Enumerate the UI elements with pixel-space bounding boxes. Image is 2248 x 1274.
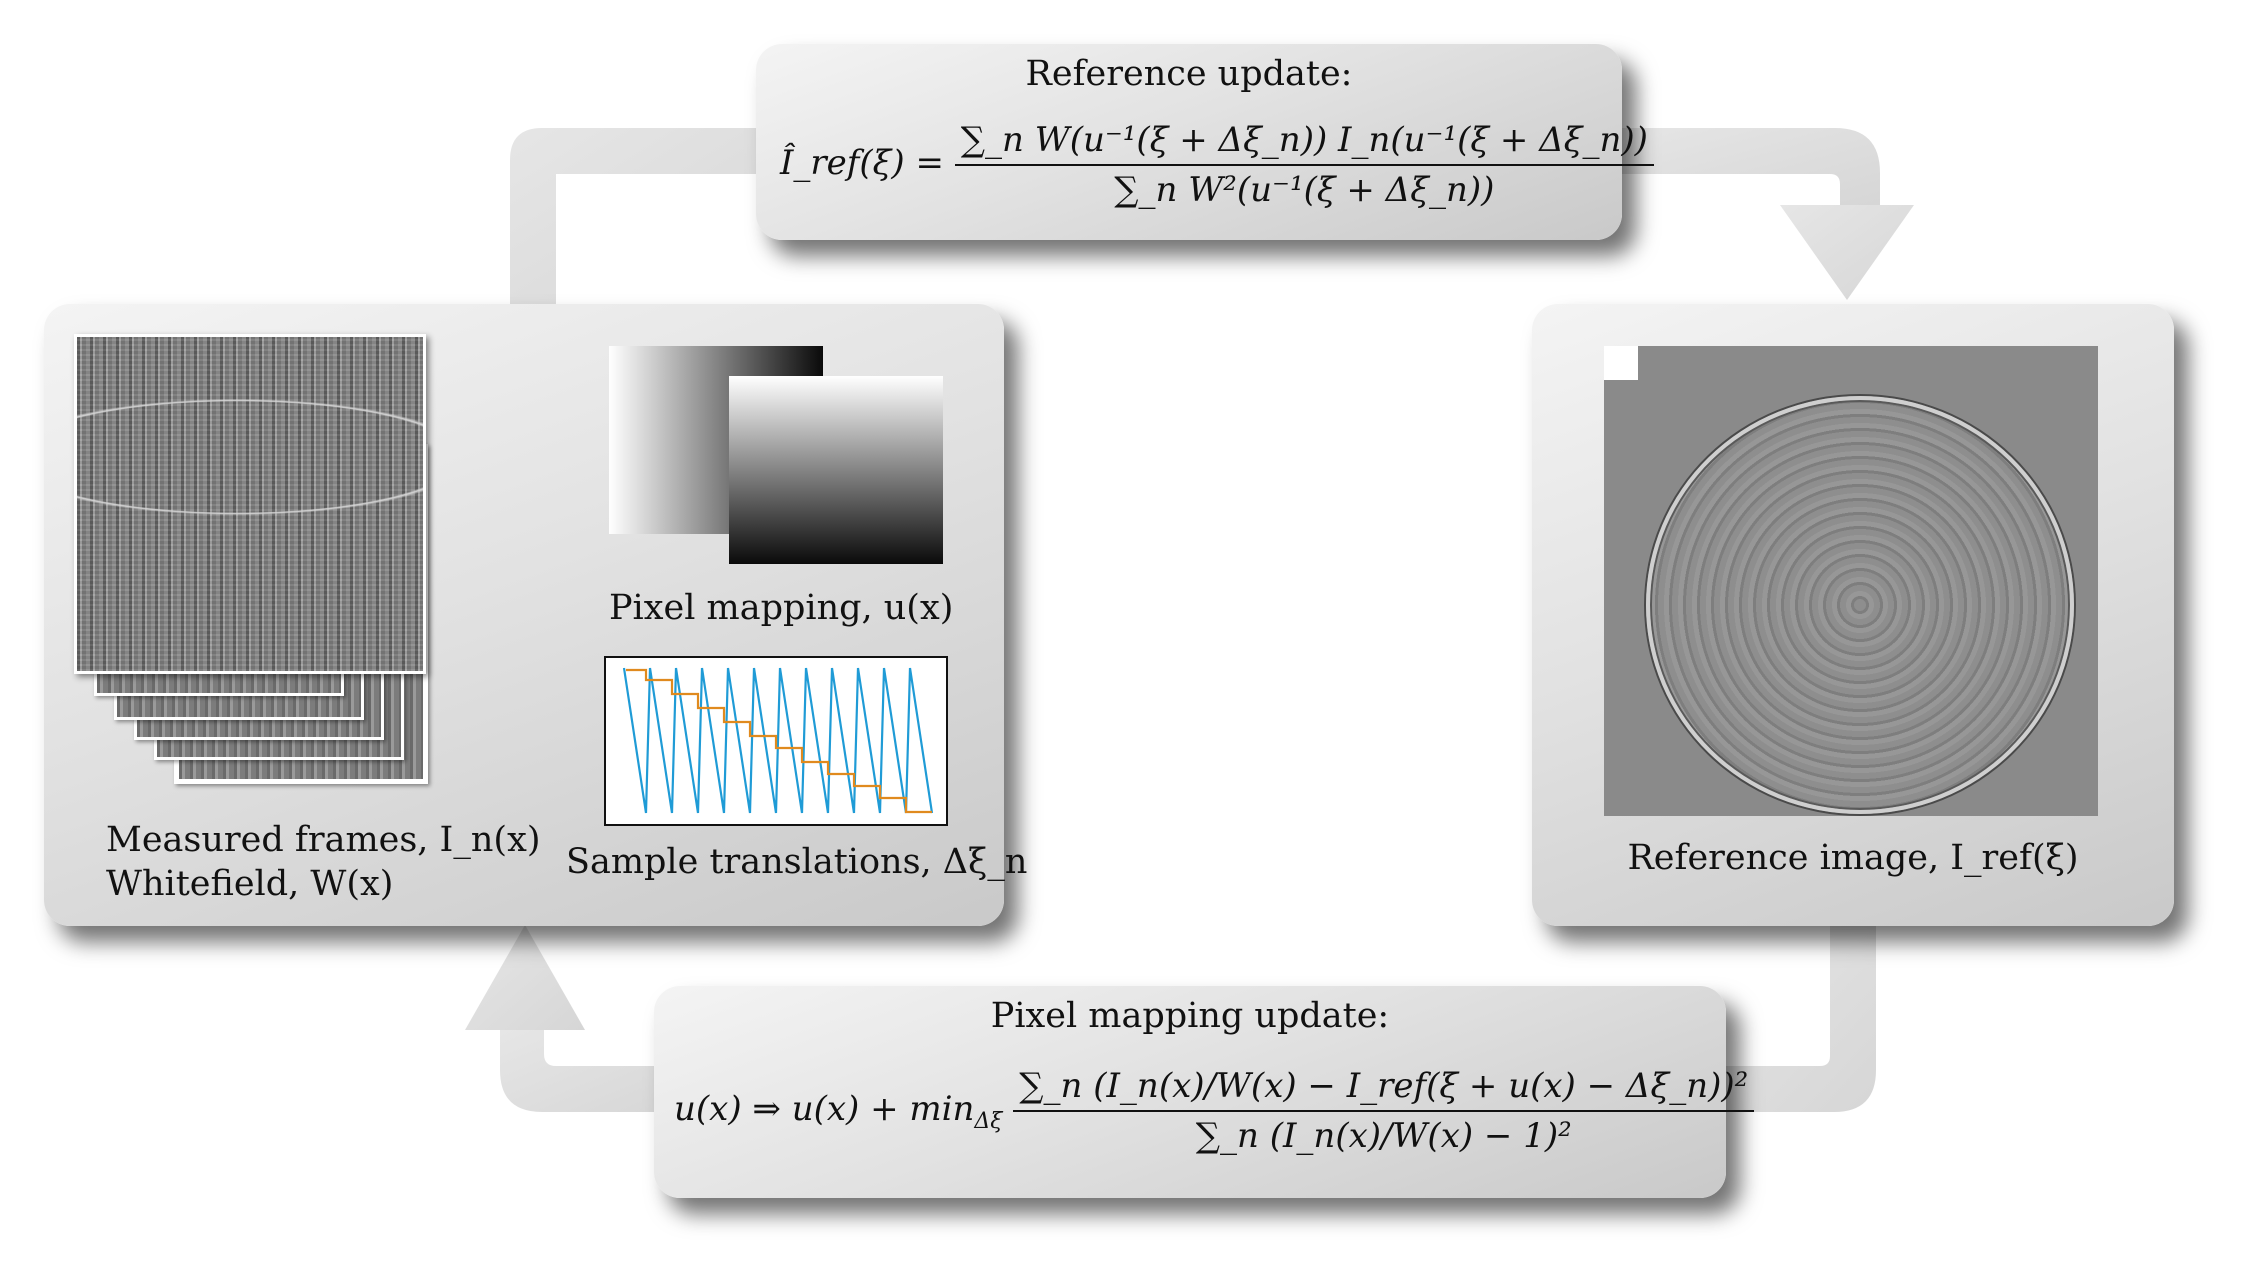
reference-image-panel: Reference image, I_ref(ξ) <box>1532 304 2174 926</box>
whitefield-caption: Whitefield, W(x) <box>106 864 394 904</box>
top-left-arrow-band <box>510 128 800 310</box>
sample-translations-plot <box>604 656 948 826</box>
bottom-left-arrow-band <box>500 1030 700 1112</box>
pixel-mapping-update-denominator: ∑_n (I_n(x)/W(x) − 1)² <box>1195 1116 1572 1156</box>
reference-update-equation: Î_ref(ξ) = ∑_n W(u⁻¹(ξ + Δξ_n)) I_n(u⁻¹(… <box>780 120 1654 210</box>
reference-image-caption: Reference image, I_ref(ξ) <box>1627 838 2079 878</box>
inputs-panel: Pixel mapping, u(x) Measured frames, I_n… <box>44 304 1027 926</box>
reference-update-title: Reference update: <box>1025 54 1353 94</box>
translations-svg <box>622 667 934 814</box>
frame-1 <box>74 334 426 674</box>
pixel-mapping-update-equation: u(x) ⇒ u(x) + minΔξ ∑_n (I_n(x)/W(x) − I… <box>674 1066 1755 1156</box>
top-right-arrow-band <box>1600 128 1880 205</box>
pixel-mapping-update-numerator: ∑_n (I_n(x)/W(x) − I_ref(ξ + u(x) − Δξ_n… <box>1013 1066 1755 1112</box>
scan-path-blue <box>622 667 934 814</box>
pixel-mapping-update-fraction: ∑_n (I_n(x)/W(x) − I_ref(ξ + u(x) − Δξ_n… <box>1013 1066 1755 1156</box>
pixel-mapping-update-box: Pixel mapping update: u(x) ⇒ u(x) + minΔ… <box>654 986 1755 1198</box>
measured-frames-caption: Measured frames, I_n(x) <box>106 820 541 860</box>
pixel-mapping-y-image <box>729 376 943 564</box>
pixel-mapping-caption: Pixel mapping, u(x) <box>609 588 954 628</box>
arrow-head-up-icon <box>465 925 585 1030</box>
arrow-head-down-icon <box>1780 205 1914 300</box>
reference-update-lhs: Î_ref(ξ) = <box>780 143 944 183</box>
reference-update-numerator: ∑_n W(u⁻¹(ξ + Δξ_n)) I_n(u⁻¹(ξ + Δξ_n)) <box>954 120 1654 166</box>
scan-path-orange <box>626 668 932 814</box>
sample-translations-caption: Sample translations, Δξ_n <box>566 842 1028 882</box>
reference-update-denominator: ∑_n W²(u⁻¹(ξ + Δξ_n)) <box>1114 170 1495 210</box>
pixel-mapping-update-title: Pixel mapping update: <box>990 996 1390 1036</box>
reference-image <box>1604 346 2098 816</box>
reference-update-box: Reference update: Î_ref(ξ) = ∑_n W(u⁻¹(ξ… <box>756 44 1654 240</box>
bottom-right-arrow-band <box>1700 922 1876 1112</box>
min-subscript: Δξ <box>974 1108 1003 1134</box>
measured-frames-stack <box>74 334 574 794</box>
pixel-mapping-update-lhs: u(x) ⇒ u(x) + min <box>674 1089 975 1129</box>
reference-image-disc <box>1646 396 2074 814</box>
reference-update-fraction: ∑_n W(u⁻¹(ξ + Δξ_n)) I_n(u⁻¹(ξ + Δξ_n)) … <box>954 120 1654 210</box>
